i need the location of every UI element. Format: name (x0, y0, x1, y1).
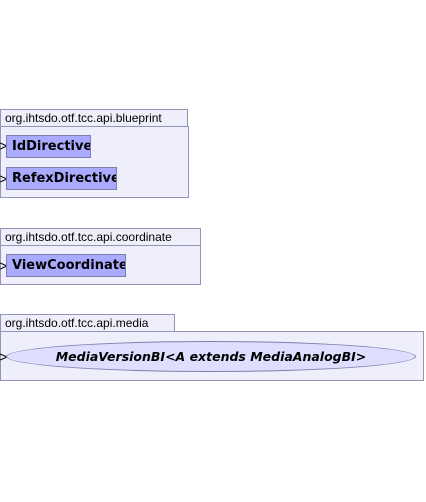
class-node-iddirective[interactable]: IdDirective (6, 135, 91, 158)
package-tab-media[interactable]: org.ihtsdo.otf.tcc.api.media (0, 314, 175, 332)
class-node-viewcoordinate[interactable]: ViewCoordinate (6, 254, 126, 277)
interface-node-mediaversionbi[interactable]: MediaVersionBI<A extends MediaAnalogBI> (6, 341, 416, 372)
package-tab-coordinate[interactable]: org.ihtsdo.otf.tcc.api.coordinate (0, 228, 201, 246)
class-node-refexdirective[interactable]: RefexDirective (6, 167, 117, 190)
package-tab-blueprint[interactable]: org.ihtsdo.otf.tcc.api.blueprint (0, 109, 188, 127)
